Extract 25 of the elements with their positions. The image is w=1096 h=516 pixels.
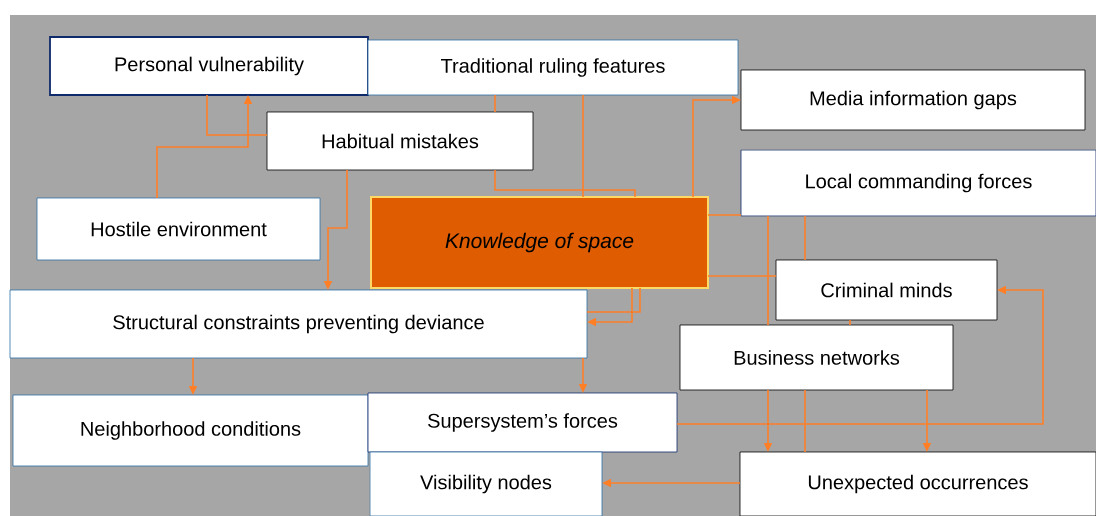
concept-box: Local commanding forces bbox=[740, 149, 1096, 217]
connector bbox=[582, 94, 584, 198]
concept-box: Unexpected occurrences bbox=[739, 451, 1096, 516]
connector bbox=[707, 275, 777, 277]
concept-box: Traditional ruling features bbox=[367, 39, 739, 96]
connector bbox=[767, 215, 769, 326]
concept-box: Supersystem’s forces bbox=[367, 392, 678, 453]
concept-box: Business networks bbox=[679, 324, 954, 391]
concept-box: Habitual mistakes bbox=[266, 111, 534, 171]
concept-box: Structural constraints preventing deviance bbox=[9, 289, 588, 359]
connector bbox=[707, 214, 742, 216]
connector bbox=[494, 94, 496, 113]
concept-box: Personal vulnerability bbox=[49, 36, 369, 96]
connector bbox=[804, 215, 806, 261]
concept-box: Media information gaps bbox=[740, 69, 1086, 131]
concept-box: Visibility nodes bbox=[369, 451, 603, 516]
connector bbox=[586, 287, 641, 313]
connector bbox=[849, 319, 851, 326]
connector bbox=[494, 169, 636, 198]
central-box: Knowledge of space bbox=[370, 196, 709, 289]
concept-box: Criminal minds bbox=[775, 259, 998, 321]
connector bbox=[206, 94, 268, 136]
concept-box: Hostile environment bbox=[36, 197, 321, 261]
connector bbox=[804, 389, 806, 453]
concept-box: Neighborhood conditions bbox=[12, 394, 369, 467]
